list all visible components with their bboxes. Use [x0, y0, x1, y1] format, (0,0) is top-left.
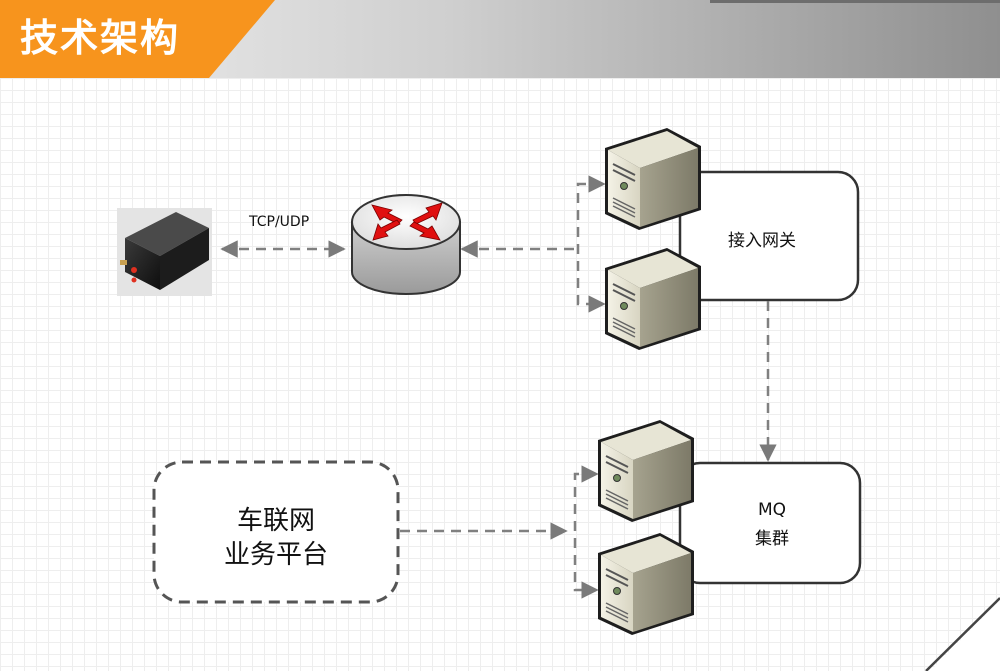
- platform-box: [152, 460, 400, 604]
- protocol-label: TCP/UDP: [249, 214, 310, 230]
- platform-label-line2: 业务平台: [223, 540, 328, 570]
- gateway-fork-connector: [576, 182, 603, 306]
- gateway-server-2-icon: [604, 247, 702, 351]
- gateway-cluster-box: [678, 170, 860, 302]
- header-accent-line: [710, 0, 1000, 3]
- platform-label-line1: 车联网: [236, 506, 315, 536]
- mq-cluster-box: [678, 461, 862, 585]
- gateway-label: 接入网关: [728, 231, 796, 251]
- mq-cluster-label: 集群: [755, 529, 789, 549]
- router-icon: [351, 194, 461, 295]
- mq-server-2-icon: [597, 532, 695, 636]
- slide-title: 技术架构: [20, 16, 181, 60]
- corner-decoration: [925, 597, 1000, 671]
- mq-label: MQ: [757, 500, 787, 520]
- mq-fork-connector: [573, 472, 596, 592]
- gps-tracker-device-icon: [117, 208, 212, 296]
